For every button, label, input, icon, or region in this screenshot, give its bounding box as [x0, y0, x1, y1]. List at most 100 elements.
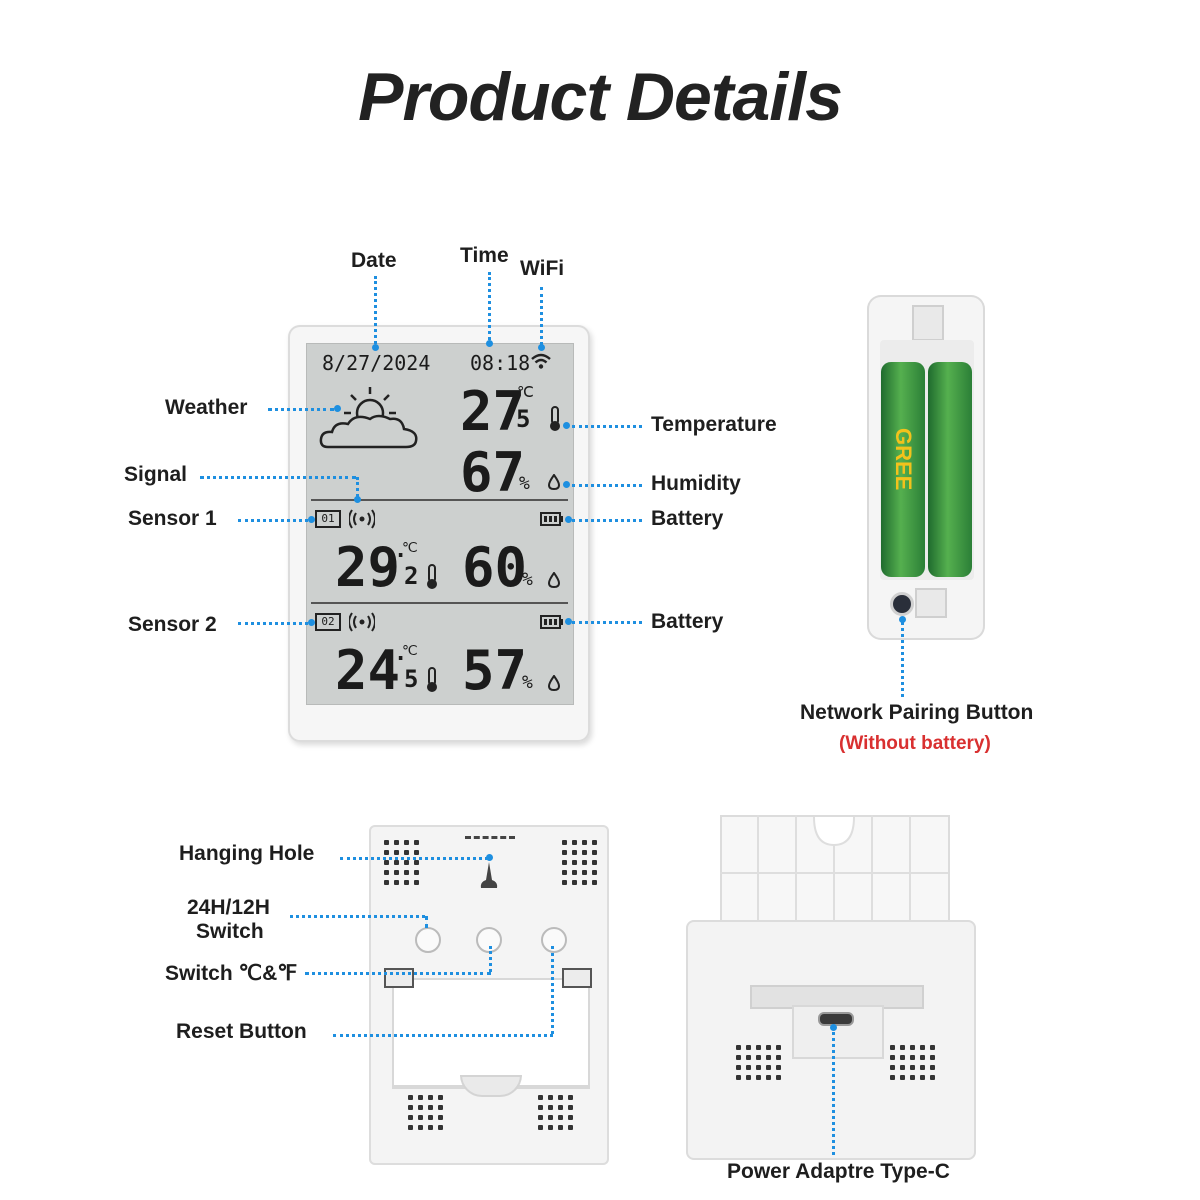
label-sensor2: Sensor 2 [128, 613, 217, 636]
callout-humidity-dot [563, 481, 570, 488]
stand-vent-right [890, 1045, 935, 1080]
sensor2-id-box: 02 [315, 613, 341, 631]
label-wifi: WiFi [520, 257, 565, 280]
usb-c-port[interactable] [818, 1012, 854, 1026]
vent-grill-bottom-right [538, 1095, 573, 1130]
signal-icon [349, 509, 375, 529]
hanging-hole-icon [480, 862, 498, 888]
callout-weather-line [268, 408, 334, 411]
humidity-drop-icon [548, 675, 560, 691]
callout-hanging-dot [486, 854, 493, 861]
callout-battery2-line [572, 621, 642, 624]
compartment-bottom-notch [915, 588, 947, 618]
stand-vent-left [736, 1045, 781, 1080]
sensor1-id-box: 01 [315, 510, 341, 528]
thermometer-icon [427, 564, 437, 589]
thermometer-icon [550, 406, 560, 431]
callout-pairing-line [901, 622, 904, 697]
callout-battery1-line [572, 519, 642, 522]
label-humidity: Humidity [651, 472, 741, 495]
sensor1-temp-dot: . [394, 538, 408, 563]
label-reset-button: Reset Button [176, 1020, 307, 1043]
sensor2-temp-decimal: 5 [404, 665, 419, 693]
network-pairing-button[interactable] [890, 592, 914, 616]
callout-sensor1-dot [308, 516, 315, 523]
sensor2-humidity-unit: % [522, 672, 533, 693]
sensor1-battery-icon [540, 512, 563, 526]
vent-grill-top-left [384, 840, 419, 885]
top-slot-marks [465, 836, 515, 843]
humidity-drop-icon [548, 474, 560, 490]
callout-celsius-rise [489, 946, 492, 972]
label-without-battery: (Without battery) [839, 733, 991, 754]
compartment-notch [912, 305, 944, 341]
page-title: Product Details [358, 59, 843, 135]
indoor-humidity: 67 [460, 441, 526, 504]
sensor1-temp-decimal: 2 [404, 562, 419, 590]
hinge-right [562, 968, 592, 988]
label-temperature: Temperature [651, 413, 777, 436]
celsius-fahrenheit-switch-button[interactable] [476, 927, 502, 953]
label-sensor1: Sensor 1 [128, 507, 217, 530]
callout-sensor1-line [238, 519, 308, 522]
battery-cell-2 [928, 362, 972, 577]
indoor-temperature: 27 [460, 380, 526, 443]
callout-battery2-dot [565, 618, 572, 625]
hinge-left [384, 968, 414, 988]
sensor1-humidity: 60 [462, 536, 528, 599]
callout-humidity-line [572, 484, 642, 487]
callout-signal-drop [356, 477, 359, 497]
humidity-drop-icon [548, 572, 560, 588]
callout-temperature-dot [563, 422, 570, 429]
callout-date-line [374, 276, 377, 344]
label-network-pairing: Network Pairing Button [800, 701, 1034, 724]
display-date: 8/27/2024 [322, 351, 431, 375]
label-24h-12h: 24H/12H [187, 896, 270, 919]
signal-icon [349, 612, 375, 632]
callout-reset-rise [551, 946, 554, 1034]
callout-signal-dot [354, 496, 361, 503]
callout-sensor2-dot [308, 619, 315, 626]
sensor2-humidity: 57 [462, 639, 528, 702]
sensor2-battery-icon [540, 615, 563, 629]
display-time: 08:18 [470, 351, 531, 375]
weather-partly-cloudy-icon [319, 387, 418, 449]
label-battery-2: Battery [651, 610, 724, 633]
callout-24h-drop [425, 916, 428, 928]
label-24h-switch: Switch [196, 920, 264, 943]
sensor1-temp-unit: ℃ [402, 540, 418, 556]
sensor1-temperature: 29 [335, 536, 401, 599]
lcd-divider-1 [311, 499, 568, 501]
callout-reset-line [333, 1034, 553, 1037]
label-time: Time [460, 244, 509, 267]
label-battery-1: Battery [651, 507, 724, 530]
label-switch-celsius: Switch ℃&℉ [165, 962, 298, 985]
battery-brand-text: GREE [891, 428, 916, 491]
indoor-temp-unit: ℃ [517, 383, 534, 401]
callout-weather-dot [334, 405, 341, 412]
callout-time-dot [486, 340, 493, 347]
callout-wifi-line [540, 287, 543, 345]
callout-time-line [488, 272, 491, 340]
reset-button[interactable] [541, 927, 567, 953]
callout-hanging-line [340, 857, 488, 860]
indoor-humidity-unit: % [519, 473, 530, 494]
callout-power-dot [830, 1024, 837, 1031]
callout-24h-line [290, 915, 425, 918]
callout-sensor2-line [238, 622, 308, 625]
label-weather: Weather [165, 396, 248, 419]
callout-date-dot [372, 344, 379, 351]
callout-power-line [832, 1027, 835, 1155]
callout-signal-line [200, 476, 356, 479]
callout-pairing-dot [899, 616, 906, 623]
sensor2-temp-unit: ℃ [402, 643, 418, 659]
24h-12h-switch-button[interactable] [415, 927, 441, 953]
lcd-divider-2 [311, 602, 568, 604]
callout-battery1-dot [565, 516, 572, 523]
sensor2-temp-dot: . [394, 641, 408, 666]
sensor1-humidity-unit: % [522, 569, 533, 590]
vent-grill-bottom-left [408, 1095, 443, 1130]
indoor-temp-decimal: 5 [516, 405, 531, 433]
label-hanging-hole: Hanging Hole [179, 842, 315, 865]
callout-wifi-dot [538, 344, 545, 351]
